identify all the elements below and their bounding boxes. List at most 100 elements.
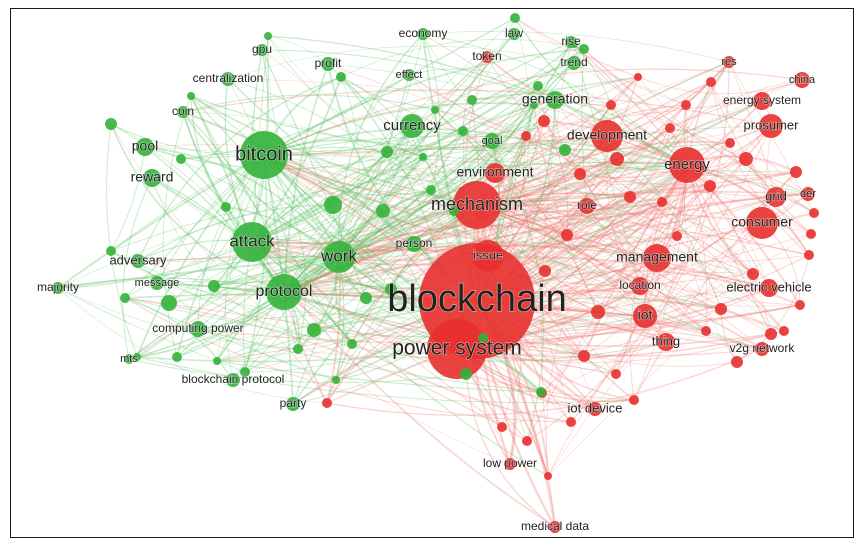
term-node[interactable] bbox=[536, 387, 546, 397]
term-node[interactable] bbox=[533, 81, 543, 91]
term-node[interactable] bbox=[631, 277, 649, 295]
term-node[interactable] bbox=[449, 206, 459, 216]
term-label-coin[interactable]: coin bbox=[171, 104, 194, 119]
term-node[interactable] bbox=[460, 368, 472, 380]
term-node[interactable] bbox=[510, 13, 520, 23]
term-node[interactable] bbox=[161, 295, 177, 311]
term-label-v2g-network[interactable]: v2g network bbox=[729, 341, 796, 356]
term-node[interactable] bbox=[150, 276, 164, 290]
term-node[interactable] bbox=[385, 283, 397, 295]
term-label-message[interactable]: message bbox=[134, 276, 180, 289]
term-label-grid[interactable]: grid bbox=[765, 188, 788, 204]
term-node[interactable] bbox=[706, 77, 716, 87]
term-label-law[interactable]: law bbox=[504, 26, 524, 41]
term-label-blockchain[interactable]: blockchain bbox=[387, 277, 568, 320]
term-node[interactable] bbox=[570, 40, 578, 48]
term-node[interactable] bbox=[293, 344, 303, 354]
term-node[interactable] bbox=[755, 342, 769, 356]
term-label-blockchain-protocol[interactable]: blockchain protocol bbox=[181, 372, 285, 387]
term-label-energy-system[interactable]: energy system bbox=[722, 93, 801, 108]
term-label-goal[interactable]: goal bbox=[481, 134, 503, 147]
term-node[interactable] bbox=[747, 268, 759, 280]
term-node[interactable] bbox=[701, 326, 711, 336]
term-label-trend[interactable]: trend bbox=[560, 55, 589, 70]
term-node[interactable] bbox=[240, 367, 250, 377]
term-label-rise[interactable]: rise bbox=[561, 34, 582, 49]
term-node[interactable] bbox=[779, 326, 789, 336]
term-node[interactable] bbox=[809, 208, 819, 218]
term-label-iot-device[interactable]: iot device bbox=[567, 400, 623, 416]
term-label-environment[interactable]: environment bbox=[456, 163, 534, 180]
term-label-effect[interactable]: effect bbox=[395, 68, 423, 81]
term-node[interactable] bbox=[190, 321, 206, 337]
term-node[interactable] bbox=[323, 241, 355, 273]
term-node[interactable] bbox=[321, 57, 335, 71]
term-node[interactable] bbox=[766, 187, 786, 207]
term-node[interactable] bbox=[143, 169, 161, 187]
term-node[interactable] bbox=[549, 521, 561, 533]
term-node[interactable] bbox=[634, 73, 642, 81]
term-label-person[interactable]: person bbox=[395, 236, 433, 251]
term-node[interactable] bbox=[801, 187, 815, 201]
term-node[interactable] bbox=[332, 376, 340, 384]
term-node[interactable] bbox=[567, 56, 581, 70]
term-node[interactable] bbox=[574, 168, 586, 180]
term-label-development[interactable]: development bbox=[566, 126, 647, 143]
term-label-mts[interactable]: mts bbox=[120, 352, 139, 365]
term-node[interactable] bbox=[561, 229, 573, 241]
term-node[interactable] bbox=[221, 202, 231, 212]
term-node[interactable] bbox=[322, 398, 332, 408]
term-node[interactable] bbox=[794, 72, 810, 88]
term-node[interactable] bbox=[629, 395, 639, 405]
term-label-electric-vehicle[interactable]: electric vehicle bbox=[726, 279, 812, 295]
term-node[interactable] bbox=[208, 280, 220, 292]
term-node[interactable] bbox=[579, 44, 589, 54]
term-node[interactable] bbox=[177, 106, 189, 118]
term-node[interactable] bbox=[739, 152, 753, 166]
term-node[interactable] bbox=[124, 354, 134, 364]
term-node[interactable] bbox=[790, 166, 802, 178]
term-label-power-system[interactable]: power system bbox=[392, 336, 523, 360]
term-node[interactable] bbox=[419, 153, 427, 161]
term-node[interactable] bbox=[307, 323, 321, 337]
term-node[interactable] bbox=[578, 350, 590, 362]
term-node[interactable] bbox=[221, 72, 235, 86]
term-node[interactable] bbox=[681, 100, 691, 110]
term-label-location[interactable]: location bbox=[619, 278, 662, 293]
term-node[interactable] bbox=[559, 144, 571, 156]
term-node[interactable] bbox=[481, 51, 493, 63]
term-label-management[interactable]: management bbox=[616, 248, 699, 265]
term-node[interactable] bbox=[725, 138, 735, 148]
term-node[interactable] bbox=[579, 198, 595, 214]
term-label-token[interactable]: token bbox=[472, 49, 503, 64]
term-node[interactable] bbox=[591, 305, 605, 319]
term-node[interactable] bbox=[427, 319, 487, 379]
term-label-medical-data[interactable]: medical data bbox=[520, 519, 590, 534]
term-node[interactable] bbox=[52, 282, 64, 294]
term-node[interactable] bbox=[704, 180, 716, 192]
term-node[interactable] bbox=[672, 231, 682, 241]
term-node[interactable] bbox=[213, 357, 221, 365]
term-node[interactable] bbox=[485, 163, 505, 183]
term-node[interactable] bbox=[504, 458, 516, 470]
term-node[interactable] bbox=[187, 92, 195, 100]
term-label-china[interactable]: china bbox=[788, 73, 816, 86]
term-label-consumer[interactable]: consumer bbox=[731, 213, 794, 230]
term-node[interactable] bbox=[765, 328, 777, 340]
term-label-economy[interactable]: economy bbox=[398, 26, 448, 41]
term-node[interactable] bbox=[472, 240, 504, 272]
term-label-low-power[interactable]: low power bbox=[482, 456, 537, 471]
term-label-currency[interactable]: currency bbox=[383, 116, 442, 134]
term-node[interactable] bbox=[633, 304, 657, 328]
term-label-work[interactable]: work bbox=[319, 246, 358, 266]
term-node[interactable] bbox=[232, 222, 272, 262]
term-label-party[interactable]: party bbox=[279, 396, 307, 411]
term-node[interactable] bbox=[458, 126, 468, 136]
term-label-adversary[interactable]: adversary bbox=[109, 252, 168, 268]
term-label-issue[interactable]: issue bbox=[472, 247, 504, 263]
term-node[interactable] bbox=[336, 72, 346, 82]
term-node[interactable] bbox=[266, 274, 302, 310]
term-label-der[interactable]: der bbox=[799, 187, 816, 200]
term-node[interactable] bbox=[136, 138, 154, 156]
term-node[interactable] bbox=[610, 152, 624, 166]
